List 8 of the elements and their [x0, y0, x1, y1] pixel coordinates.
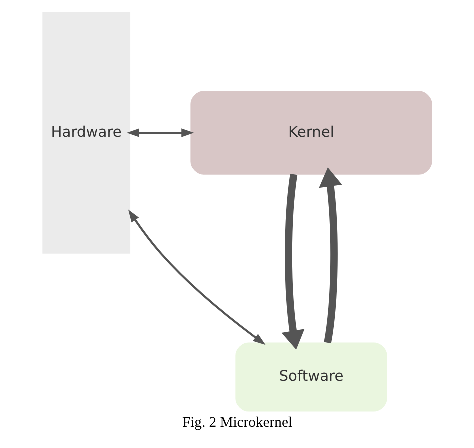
node-box: Hardware — [42, 12, 130, 254]
caption: Fig. 2 Microkernel — [182, 415, 292, 432]
arrow — [126, 128, 194, 138]
arrow — [128, 210, 266, 346]
node-box: Kernel — [190, 91, 432, 175]
arrow — [281, 174, 304, 350]
arrow — [318, 168, 342, 344]
node-box: Software — [235, 342, 387, 412]
